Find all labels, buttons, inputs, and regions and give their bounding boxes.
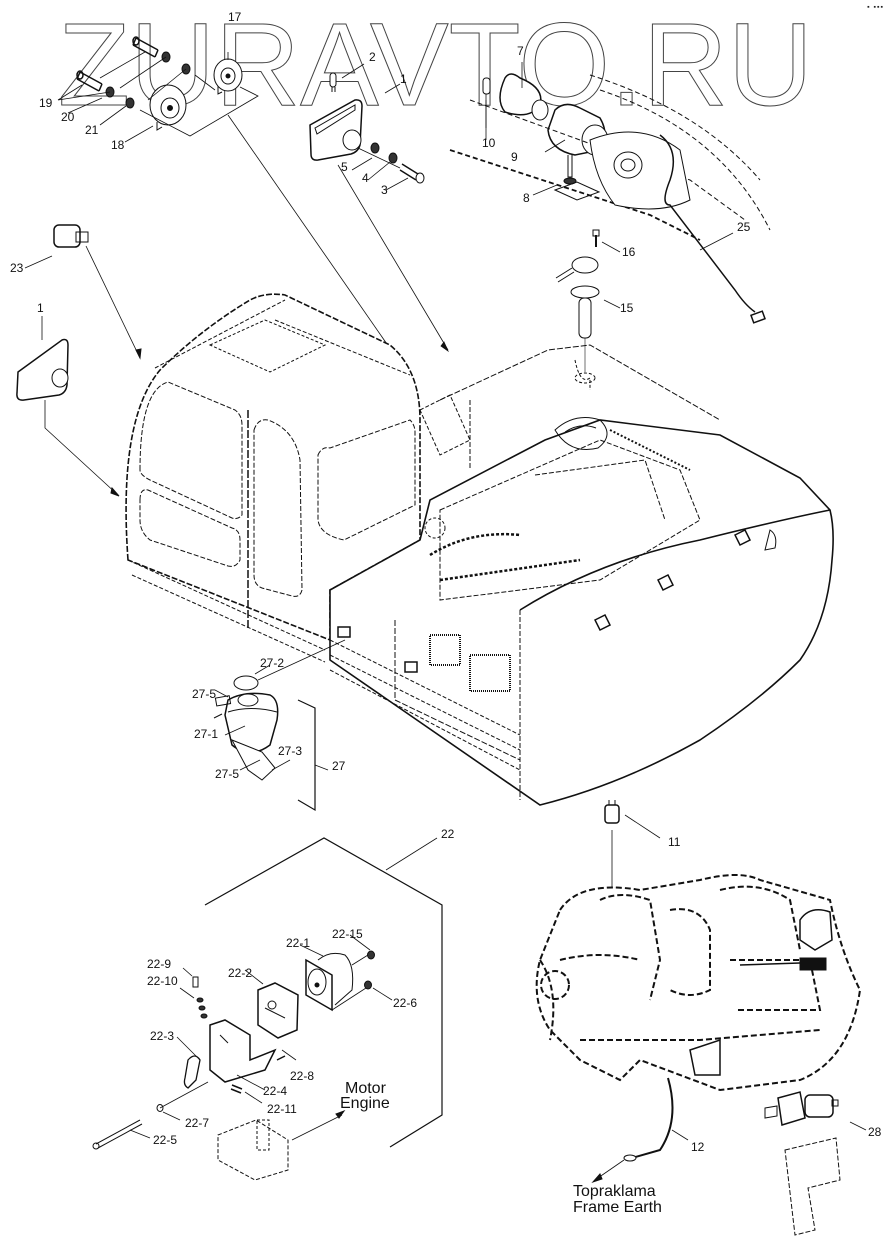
motor-22-1 <box>305 950 375 1012</box>
socket-23 <box>24 224 142 360</box>
callout-28: 28 <box>868 1125 882 1139</box>
callout-22-8: 22-8 <box>290 1069 315 1083</box>
callout-22: 22 <box>441 827 455 841</box>
note-frame-earth: Frame Earth <box>573 1199 662 1216</box>
bulb-2 <box>329 72 337 92</box>
work-light-1 <box>309 99 363 161</box>
gearbox-22-2 <box>257 982 299 1039</box>
note-topraklama: Topraklama <box>573 1183 656 1200</box>
callout-27-3: 27-3 <box>278 744 303 758</box>
engine-solid-details <box>739 909 833 971</box>
callout-22-7: 22-7 <box>185 1116 210 1130</box>
callout-22-10: 22-10 <box>147 974 178 988</box>
callout-22-3: 22-3 <box>150 1029 175 1043</box>
callout-22-4: 22-4 <box>263 1084 288 1098</box>
callout-22-15: 22-15 <box>332 927 363 941</box>
callout-7: 7 <box>517 44 524 58</box>
callout-22-9: 22-9 <box>147 957 172 971</box>
mount-plate-22-4 <box>209 1019 277 1083</box>
callout-20: 20 <box>61 110 75 124</box>
washers-4-5-bolt-3 <box>370 142 425 184</box>
callout-5: 5 <box>341 160 348 174</box>
callout-22-11: 22-11 <box>267 1102 297 1116</box>
callout-22-1: 22-1 <box>286 936 311 950</box>
callout-22-2: 22-2 <box>228 966 253 980</box>
callout-12: 12 <box>691 1140 705 1154</box>
engine <box>535 874 862 1092</box>
leader-lines-22 <box>129 934 393 1139</box>
callout-27-1: 27-1 <box>194 727 219 741</box>
callout-27-5b: 27-5 <box>215 767 240 781</box>
leader-lines-light <box>341 63 409 191</box>
callout-10: 10 <box>482 136 496 150</box>
callout-16: 16 <box>622 245 636 259</box>
small-parts-22 <box>92 976 286 1150</box>
callout-2: 2 <box>369 50 376 64</box>
callout-1-top: 1 <box>400 72 407 86</box>
stop-solenoid-28 <box>764 1091 867 1236</box>
work-light-1-left <box>16 316 120 497</box>
callout-25: 25 <box>737 220 751 234</box>
note-motor: Motor <box>345 1080 386 1097</box>
harness-25 <box>659 134 766 324</box>
washers-20-21 <box>105 51 191 109</box>
bolt-19 <box>76 36 159 92</box>
excavator-body <box>329 344 834 806</box>
callout-8: 8 <box>523 191 530 205</box>
lever-22-3 <box>183 1055 201 1089</box>
washer-tank-27 <box>213 639 346 812</box>
sensor-11 <box>604 800 661 899</box>
callout-11: 11 <box>668 835 681 849</box>
callout-27-5a: 27-5 <box>192 687 217 701</box>
kit-22-bracket <box>204 837 443 1148</box>
speaker-panel <box>589 131 691 210</box>
ground-cable-12 <box>591 1077 689 1184</box>
callout-21: 21 <box>85 123 99 137</box>
excavator-cab <box>125 293 421 663</box>
horn-18 <box>149 84 187 131</box>
cab-roof-outline-dashed <box>449 74 771 241</box>
callout-22-5: 22-5 <box>153 1133 178 1147</box>
callout-18: 18 <box>111 138 125 152</box>
callout-17: 17 <box>228 10 242 24</box>
callout-19: 19 <box>39 96 53 110</box>
corner-mark: ▪ ▪▪▪ <box>867 4 884 11</box>
engine-stop-linkage <box>217 1109 346 1181</box>
callout-23: 23 <box>10 261 24 275</box>
callout-27-2: 27-2 <box>260 656 285 670</box>
callout-22-6: 22-6 <box>393 996 418 1010</box>
leader-lines-sender <box>601 241 621 309</box>
callout-9: 9 <box>511 150 518 164</box>
callout-15: 15 <box>620 301 634 315</box>
callout-4: 4 <box>362 171 369 185</box>
callout-3: 3 <box>381 183 388 197</box>
callout-1-left: 1 <box>37 301 44 315</box>
fuel-sender-15 <box>555 229 600 384</box>
callout-27: 27 <box>332 759 346 773</box>
leader-lines-horn <box>57 51 259 143</box>
note-engine: Engine <box>340 1095 390 1112</box>
leader-lines-lights <box>485 62 734 251</box>
